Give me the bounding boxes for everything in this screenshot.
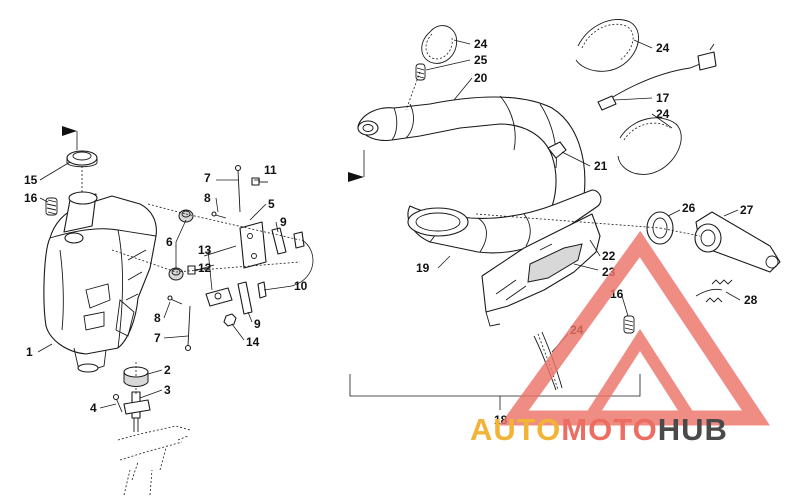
callout-8-top: 8 [204,191,211,205]
callout-3: 3 [164,383,171,397]
callout-15: 15 [24,173,38,187]
callout-2: 2 [164,363,171,377]
screw-4 [112,393,123,413]
callout-4: 4 [90,401,97,415]
bolt-11 [251,177,268,186]
sensor-17 [597,43,717,111]
callout-24-top-left: 24 [474,37,488,51]
clip-10 [257,231,305,299]
callout-10: 10 [294,279,308,293]
bolt-13 [203,245,237,257]
watermark-word-hub: HUB [657,412,728,447]
spring-plate-9-bottom [237,281,253,315]
heat-shield-22 [481,213,601,327]
watermark-triangle-logo [499,230,771,426]
rod-7-bottom [184,305,192,352]
callout-19: 19 [416,261,430,275]
muffler-inlet [63,191,98,244]
direction-arrow-left [62,126,78,150]
callout-16-left: 16 [24,191,38,205]
spring-16-left [45,197,58,216]
callout-20: 20 [474,71,488,85]
chassis-fragment [117,425,191,496]
callout-9-top: 9 [280,215,287,229]
rubber-bushing-6-top [178,209,194,223]
pin-8-top [211,211,227,219]
hanger-plate-5 [239,221,267,269]
callout-7-bottom: 7 [154,331,161,345]
watermark-text: AUTOMOTOHUB [470,414,728,445]
callout-9-bottom: 9 [254,317,261,331]
callout-6: 6 [166,235,173,249]
spring-band-24-mid [617,117,682,175]
assembly-lines-right [405,71,701,237]
grommet-15 [66,150,98,168]
callout-24-top-right: 24 [656,41,670,55]
callout-24-mid: 24 [656,107,670,121]
spring-band-24-top-right [575,19,639,72]
callout-14: 14 [246,335,260,349]
callout-27: 27 [740,203,754,217]
callout-11: 11 [264,163,277,177]
rubber-mount-2 [123,366,149,387]
pin-8-bottom [167,295,183,305]
callout-22: 22 [602,249,616,263]
spring-16-right [623,315,635,334]
muffler-canister [43,195,157,373]
mount-stud-3 [123,391,151,432]
direction-arrow-right [348,150,365,182]
watermark-word-moto: MOTO [561,412,658,447]
callout-5: 5 [268,197,275,211]
rubber-bushing-6-bottom [168,267,184,281]
callout-8-bottom: 8 [154,311,161,325]
watermark-word-auto: AUTO [470,412,562,447]
callout-17: 17 [656,91,670,105]
nut-14 [223,313,237,327]
spring-25 [415,63,426,81]
callout-26: 26 [682,201,696,215]
callout-12: 12 [198,261,212,275]
callout-21: 21 [594,159,608,173]
spring-plate-9-top [271,227,287,255]
rod-7-top [234,164,242,213]
assembly-lines-left [81,166,301,394]
manifold-27 [694,211,781,273]
spring-band-24-top-left [421,25,458,64]
callout-28: 28 [744,293,758,307]
callout-25: 25 [474,53,488,67]
clamp-21 [547,141,567,159]
callout-7-top: 7 [204,171,211,185]
bracket-13 [205,287,233,307]
callout-13: 13 [198,243,212,257]
group-bracket-18 [349,374,641,410]
callout-1: 1 [26,345,33,359]
springs-28 [695,279,733,303]
